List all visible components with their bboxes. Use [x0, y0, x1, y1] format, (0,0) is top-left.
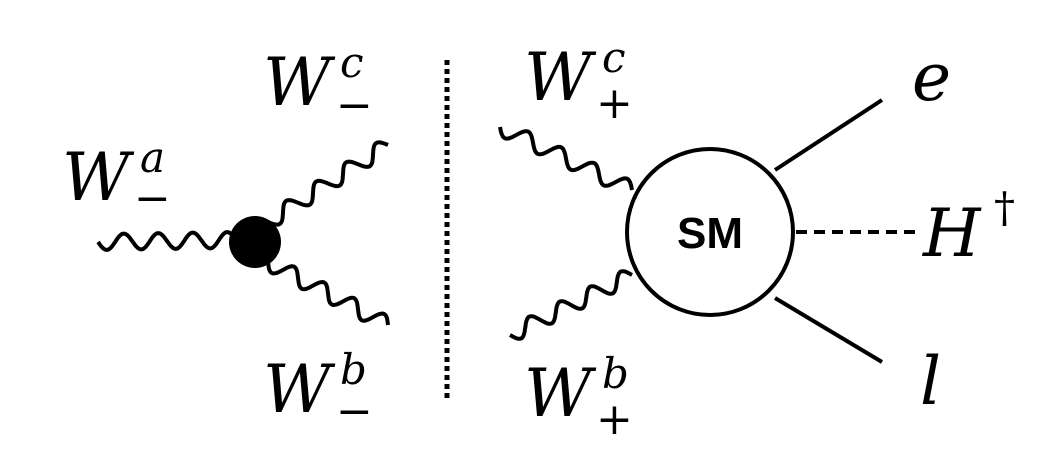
label-w-plus-b: W b + [524, 349, 633, 445]
electron-line [773, 98, 884, 172]
svg-text:H: H [922, 195, 982, 272]
lower-outgoing-boson-line [266, 261, 390, 326]
label-w-plus-c: W c + [524, 33, 633, 129]
svg-text:+: + [596, 394, 633, 445]
sm-blob [625, 147, 795, 317]
lepton-line [773, 296, 884, 364]
svg-text:W: W [263, 351, 336, 428]
svg-text:b: b [602, 349, 629, 398]
lower-incoming-boson-line [509, 269, 633, 341]
svg-text:W: W [263, 44, 336, 121]
svg-text:c: c [340, 38, 364, 87]
svg-text:W: W [62, 139, 135, 216]
svg-text:W: W [524, 355, 597, 432]
svg-text:−: − [336, 386, 373, 437]
sm-label: SM [677, 209, 743, 258]
svg-text:b: b [340, 345, 367, 394]
label-h-dagger: H † [922, 183, 1015, 272]
svg-text:W: W [524, 39, 597, 116]
vertex-dot [229, 216, 281, 268]
svg-text:+: + [596, 78, 633, 129]
label-w-minus-c: W c − [263, 38, 373, 131]
svg-text:c: c [602, 33, 626, 82]
label-l: l [920, 343, 941, 420]
label-w-minus-a: W a − [62, 133, 171, 224]
label-e: e [912, 39, 951, 116]
svg-text:a: a [140, 133, 165, 182]
upper-incoming-boson-line [498, 126, 634, 191]
upper-outgoing-boson-line [267, 140, 389, 227]
svg-text:−: − [134, 173, 171, 224]
svg-text:†: † [994, 183, 1015, 232]
incoming-boson-line [96, 230, 238, 252]
svg-text:−: − [336, 80, 373, 131]
label-w-minus-b: W b − [263, 345, 373, 437]
